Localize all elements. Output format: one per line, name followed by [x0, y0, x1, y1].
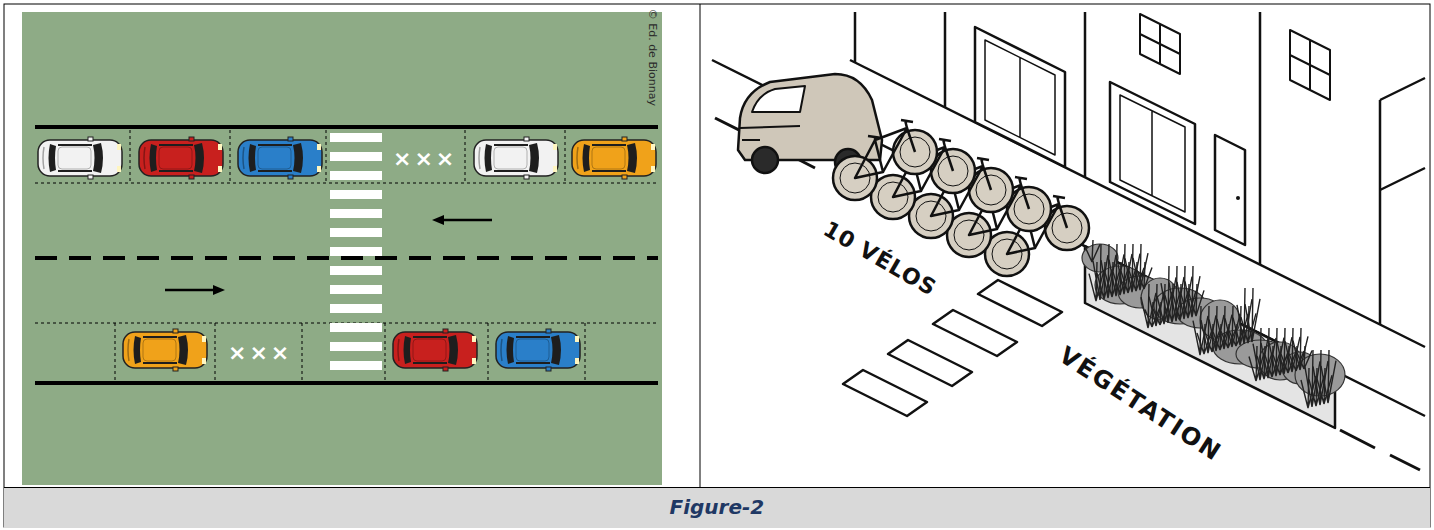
- crossing-stripe: [330, 228, 382, 237]
- door-knob: [1236, 196, 1240, 200]
- arrow-head: [213, 285, 225, 295]
- no-parking-marks: ×××: [228, 340, 292, 365]
- orange-car: [572, 137, 656, 179]
- crossing-stripe: [330, 171, 382, 180]
- upper-window: [1140, 14, 1180, 74]
- bay-separator: [215, 323, 216, 380]
- bay-separator: [130, 130, 131, 183]
- grass-tuft: [1137, 262, 1152, 289]
- grass-tuft: [1145, 302, 1160, 327]
- street-drawing: [712, 12, 1425, 470]
- white-car: [474, 137, 558, 179]
- crossing-stripe: [978, 280, 1062, 326]
- crossing-stripe: [330, 209, 382, 218]
- crossing-stripe: [330, 190, 382, 199]
- crossing-stripe: [330, 152, 382, 161]
- shop-window: [975, 27, 1065, 167]
- parking-lane-dash: [1340, 430, 1420, 470]
- pedestrian-crossing: [330, 133, 382, 370]
- parking-bay-separators: [115, 130, 585, 380]
- upper-window: [1290, 30, 1330, 100]
- centre-line: [35, 256, 658, 260]
- road-edge: [35, 381, 658, 385]
- arrow-head: [432, 215, 444, 225]
- grass-tuft: [1245, 288, 1260, 342]
- pedestrian-crossing: [843, 280, 1062, 416]
- shop-window-frame: [1120, 95, 1185, 212]
- copyright-watermark: © Ed. de Bionnay: [645, 8, 658, 105]
- parked-cars: [38, 137, 656, 371]
- bay-separator: [302, 323, 303, 380]
- red-car: [393, 329, 477, 371]
- grass-tuft: [1321, 350, 1336, 403]
- frame-border: [4, 4, 1430, 527]
- road-edge: [35, 125, 658, 129]
- blue-car: [238, 137, 322, 179]
- crossing-stripe: [843, 370, 927, 416]
- bay-separator: [326, 130, 327, 183]
- parking-line: [35, 183, 658, 184]
- crossing-stripe: [330, 342, 382, 351]
- grass-tuft: [1289, 346, 1304, 371]
- crossing-stripe: [330, 304, 382, 313]
- crossing-stripe: [330, 247, 382, 256]
- figure-caption: Figure-2: [670, 495, 765, 519]
- green-ground: [22, 12, 662, 485]
- arrow-shaft: [165, 289, 215, 292]
- crossing-stripe: [330, 133, 382, 142]
- building-base: [850, 60, 1425, 347]
- orange-car: [123, 329, 207, 371]
- crossing-stripe: [933, 310, 1017, 356]
- bay-separator: [115, 323, 116, 380]
- bay-separator: [385, 323, 386, 380]
- shop-window: [1110, 82, 1195, 224]
- crossing-stripe: [330, 266, 382, 275]
- grass-tuft: [1085, 240, 1100, 262]
- crossing-stripe: [888, 340, 972, 386]
- panel-divider: [700, 4, 701, 487]
- bay-separator: [230, 130, 231, 183]
- bay-separator: [488, 323, 489, 380]
- white-car: [38, 137, 122, 179]
- no-parking-marks: ×××: [393, 146, 457, 171]
- crossing-stripe: [330, 323, 382, 332]
- side-wall: [1380, 78, 1425, 190]
- grass-tuft: [1221, 324, 1236, 348]
- shop-window-frame: [985, 40, 1055, 155]
- bay-separator: [585, 323, 586, 380]
- crossing-stripe: [330, 361, 382, 370]
- crossing-stripe: [330, 285, 382, 294]
- grass-tuft: [1297, 346, 1312, 369]
- door: [1215, 135, 1245, 245]
- blue-car: [496, 329, 580, 371]
- grass-tuft: [1189, 284, 1204, 316]
- bay-separator: [565, 130, 566, 183]
- bicycle: [833, 120, 937, 200]
- road-plan: [22, 12, 662, 485]
- bay-separator: [465, 130, 466, 183]
- direction-arrows: [165, 215, 492, 295]
- red-car: [139, 137, 223, 179]
- arrow-shaft: [442, 219, 492, 222]
